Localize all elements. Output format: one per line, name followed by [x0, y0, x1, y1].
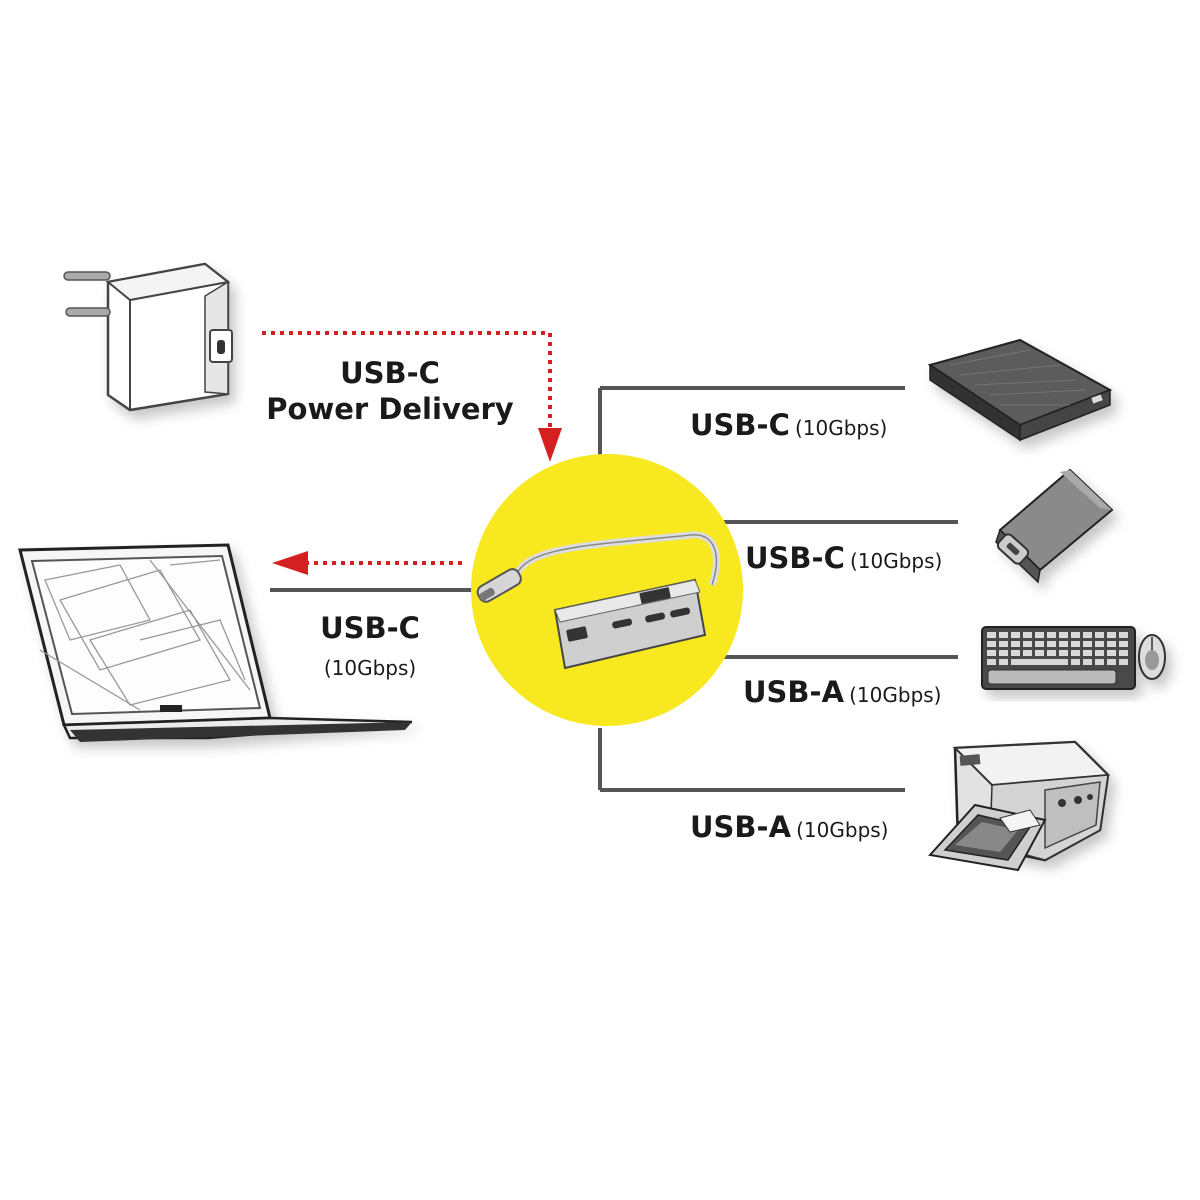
port-type: USB-A — [690, 810, 792, 844]
power-flow-arrow — [262, 331, 562, 462]
printer-icon — [928, 740, 1111, 872]
power-delivery-label-line2: Power Delivery — [266, 392, 514, 426]
laptop-icon — [18, 543, 413, 742]
port-label-keyboard: USB-A (10Gbps) — [743, 675, 942, 709]
port-speed: (10Gbps) — [794, 416, 888, 440]
power-delivery-label: USB-C Power Delivery — [255, 355, 525, 427]
port-label-external-drive: USB-C (10Gbps) — [690, 408, 887, 442]
port-speed: (10Gbps) — [849, 683, 942, 707]
laptop-port-speed: (10Gbps) — [323, 656, 417, 680]
hub-icon — [476, 531, 720, 670]
port-type: USB-C — [745, 541, 845, 575]
keyboard-mouse-icon — [981, 626, 1166, 690]
port-label-usb-stick: USB-C (10Gbps) — [745, 541, 942, 575]
hub-highlight-circle — [471, 454, 743, 726]
external-drive-icon — [927, 338, 1113, 442]
power-adapter-icon — [63, 262, 233, 412]
port-label-printer: USB-A (10Gbps) — [690, 810, 889, 844]
usb-stick-icon — [995, 468, 1114, 584]
laptop-port-type: USB-C — [320, 611, 420, 645]
port-type: USB-C — [690, 408, 790, 442]
power-delivery-label-line1: USB-C — [340, 356, 440, 390]
laptop-port-label: USB-C (10Gbps) — [300, 608, 440, 688]
port-type: USB-A — [743, 675, 845, 709]
port-speed: (10Gbps) — [796, 818, 889, 842]
port-speed: (10Gbps) — [849, 549, 943, 573]
connector-lines — [270, 386, 958, 792]
laptop-power-arrow — [272, 551, 462, 575]
